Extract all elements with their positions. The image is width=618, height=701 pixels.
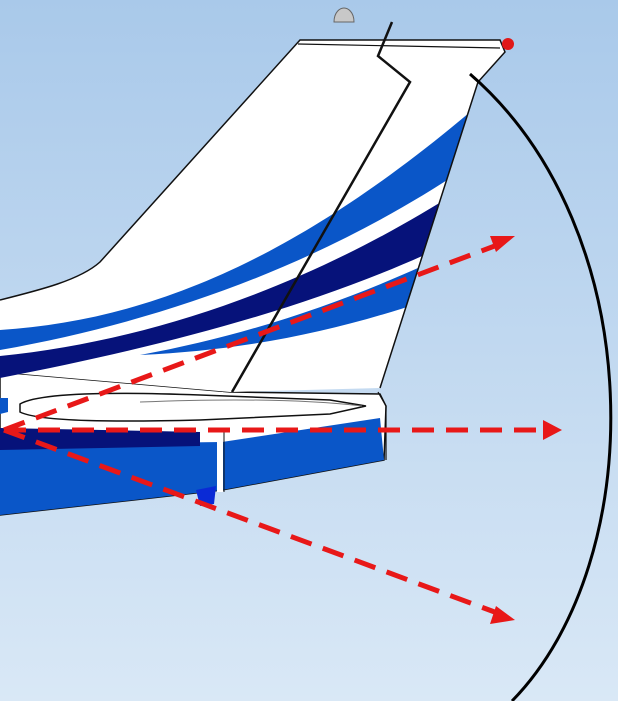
fin-cap-line: [297, 43, 501, 49]
rudder-hinge-line: [230, 21, 412, 393]
ray-down-right: [3, 427, 501, 617]
fin-stripe-navy: [0, 190, 460, 378]
beacon-light: [333, 7, 355, 23]
rudder-trailing-edge: [377, 391, 387, 460]
elevator-line: [139, 399, 363, 407]
fin-outline: [0, 39, 506, 389]
ray-down-right-arrowhead: [490, 606, 515, 624]
vertical-fin: [0, 21, 506, 492]
light-rays: [3, 236, 562, 624]
ray-up-right: [3, 241, 501, 433]
coverage-arc: [469, 72, 613, 701]
fuselage-small-blue-mark: [0, 398, 8, 414]
ray-right-arrowhead: [543, 420, 562, 440]
fuselage-blue-band: [0, 418, 384, 515]
fin-stripe-blue-lower: [140, 258, 440, 355]
ray-up-right-arrowhead: [490, 236, 515, 252]
tail-nav-light: [502, 38, 514, 50]
